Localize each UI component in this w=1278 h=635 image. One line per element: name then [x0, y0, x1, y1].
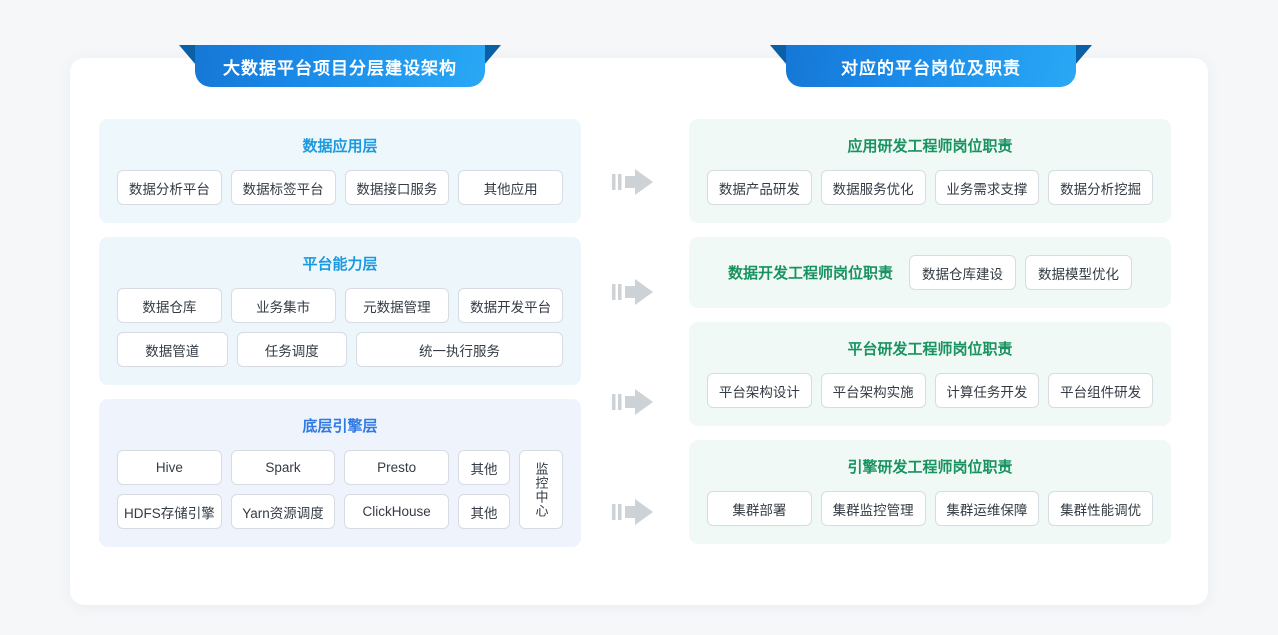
flow-arrow [612, 277, 660, 307]
banner-right-title: 对应的平台岗位及职责 [841, 58, 1021, 78]
chip-item[interactable]: 数据开发平台 [458, 288, 563, 323]
chip-item[interactable]: 平台架构设计 [707, 373, 812, 408]
chip-row: 集群部署 集群监控管理 集群运维保障 集群性能调优 [707, 491, 1153, 526]
panel-underlying-engine-layer: 底层引擎层 Hive Spark Presto 其他 HDFS存储引擎 Yarn… [99, 399, 581, 547]
chip-item[interactable]: 其他 [458, 450, 511, 485]
architecture-column: 数据应用层 数据分析平台 数据标签平台 数据接口服务 其他应用 平台能力层 数据… [99, 119, 581, 547]
chip-row: Hive Spark Presto 其他 [117, 450, 511, 485]
engine-grid: Hive Spark Presto 其他 HDFS存储引擎 Yarn资源调度 C… [117, 450, 563, 529]
panel-title: 引擎研发工程师岗位职责 [847, 459, 1013, 476]
chip-item[interactable]: 数据分析挖掘 [1048, 170, 1153, 205]
chip-item[interactable]: 数据标签平台 [230, 170, 336, 205]
roles-column: 应用研发工程师岗位职责 数据产品研发 数据服务优化 业务需求支撑 数据分析挖掘 … [689, 119, 1171, 544]
chip-item[interactable]: Spark [230, 450, 336, 485]
chip-item[interactable]: 集群运维保障 [934, 491, 1040, 526]
double-bar-right-arrow-icon [612, 499, 653, 525]
spacer [99, 385, 581, 399]
chip-row: HDFS存储引擎 Yarn资源调度 ClickHouse 其他 [117, 494, 510, 529]
flow-arrow [612, 497, 660, 527]
chip-item[interactable]: 数据产品研发 [707, 170, 812, 205]
panel-data-engineer-duties: 数据开发工程师岗位职责 数据仓库建设 数据模型优化 [689, 237, 1171, 308]
spacer [689, 223, 1171, 237]
chip-item[interactable]: 任务调度 [236, 332, 347, 367]
chip-item[interactable]: 业务需求支撑 [934, 170, 1040, 205]
chip-item[interactable]: 集群性能调优 [1048, 491, 1153, 526]
panel-title: 应用研发工程师岗位职责 [847, 138, 1013, 155]
chip-row: 数据分析平台 数据标签平台 数据接口服务 其他应用 [117, 170, 563, 205]
chip-item[interactable]: Yarn资源调度 [230, 494, 336, 529]
panel-title: 平台研发工程师岗位职责 [847, 341, 1013, 358]
chip-item[interactable]: 集群部署 [707, 491, 812, 526]
spacer [99, 223, 581, 237]
chip-row: 数据仓库建设 数据模型优化 [909, 255, 1132, 290]
panel-title: 底层引擎层 [302, 418, 378, 435]
chip-item[interactable]: 统一执行服务 [356, 332, 563, 367]
chip-item[interactable]: 数据管道 [117, 332, 228, 367]
panel-platform-engineer-duties: 平台研发工程师岗位职责 平台架构设计 平台架构实施 计算任务开发 平台组件研发 [689, 322, 1171, 426]
chip-row: 平台架构设计 平台架构实施 计算任务开发 平台组件研发 [707, 373, 1153, 408]
chip-item[interactable]: Presto [344, 450, 450, 485]
double-bar-right-arrow-icon [612, 279, 653, 305]
chip-item[interactable]: ClickHouse [344, 494, 449, 529]
banner-right-body: 对应的平台岗位及职责 [786, 45, 1076, 87]
banner-left-title: 大数据平台项目分层建设架构 [223, 58, 457, 78]
spacer [689, 308, 1171, 322]
chip-item[interactable]: 数据服务优化 [820, 170, 926, 205]
chip-item[interactable]: 数据接口服务 [344, 170, 450, 205]
chip-item[interactable]: 数据模型优化 [1025, 255, 1132, 290]
chip-item[interactable]: HDFS存储引擎 [117, 494, 222, 529]
panel-application-engineer-duties: 应用研发工程师岗位职责 数据产品研发 数据服务优化 业务需求支撑 数据分析挖掘 [689, 119, 1171, 223]
double-bar-right-arrow-icon [612, 169, 653, 195]
chip-row: 数据管道 任务调度 统一执行服务 [117, 332, 563, 367]
double-bar-right-arrow-icon [612, 389, 653, 415]
panel-platform-capability-layer: 平台能力层 数据仓库 业务集市 元数据管理 数据开发平台 数据管道 任务调度 统… [99, 237, 581, 385]
chip-item[interactable]: 平台组件研发 [1048, 373, 1153, 408]
chip-item[interactable]: 元数据管理 [344, 288, 450, 323]
banner-left-body: 大数据平台项目分层建设架构 [195, 45, 485, 87]
chip-item[interactable]: 数据仓库 [117, 288, 222, 323]
engine-rows: Hive Spark Presto 其他 HDFS存储引擎 Yarn资源调度 C… [117, 450, 511, 529]
chip-item[interactable]: 数据分析平台 [117, 170, 222, 205]
panel-data-application-layer: 数据应用层 数据分析平台 数据标签平台 数据接口服务 其他应用 [99, 119, 581, 223]
flow-arrow [612, 167, 660, 197]
chip-item[interactable]: 计算任务开发 [934, 373, 1040, 408]
banner-right: 对应的平台岗位及职责 [770, 45, 1092, 87]
spacer [689, 426, 1171, 440]
flow-arrow [612, 387, 660, 417]
banner-left: 大数据平台项目分层建设架构 [179, 45, 501, 87]
panel-title: 数据开发工程师岗位职责 [727, 265, 893, 282]
chip-item[interactable]: Hive [117, 450, 222, 485]
chip-row: 数据仓库 业务集市 元数据管理 数据开发平台 [117, 288, 563, 323]
chip-item[interactable]: 集群监控管理 [820, 491, 926, 526]
chip-item[interactable]: 其他 [458, 494, 510, 529]
panel-title: 数据应用层 [302, 138, 378, 155]
chip-item[interactable]: 其他应用 [458, 170, 563, 205]
panel-engine-engineer-duties: 引擎研发工程师岗位职责 集群部署 集群监控管理 集群运维保障 集群性能调优 [689, 440, 1171, 544]
chip-item[interactable]: 业务集市 [230, 288, 336, 323]
panel-title: 平台能力层 [302, 256, 378, 273]
chip-item[interactable]: 数据仓库建设 [909, 255, 1016, 290]
chip-item[interactable]: 平台架构实施 [820, 373, 926, 408]
chip-row: 数据产品研发 数据服务优化 业务需求支撑 数据分析挖掘 [707, 170, 1153, 205]
chip-item-monitoring-center[interactable]: 监控中心 [519, 450, 563, 529]
